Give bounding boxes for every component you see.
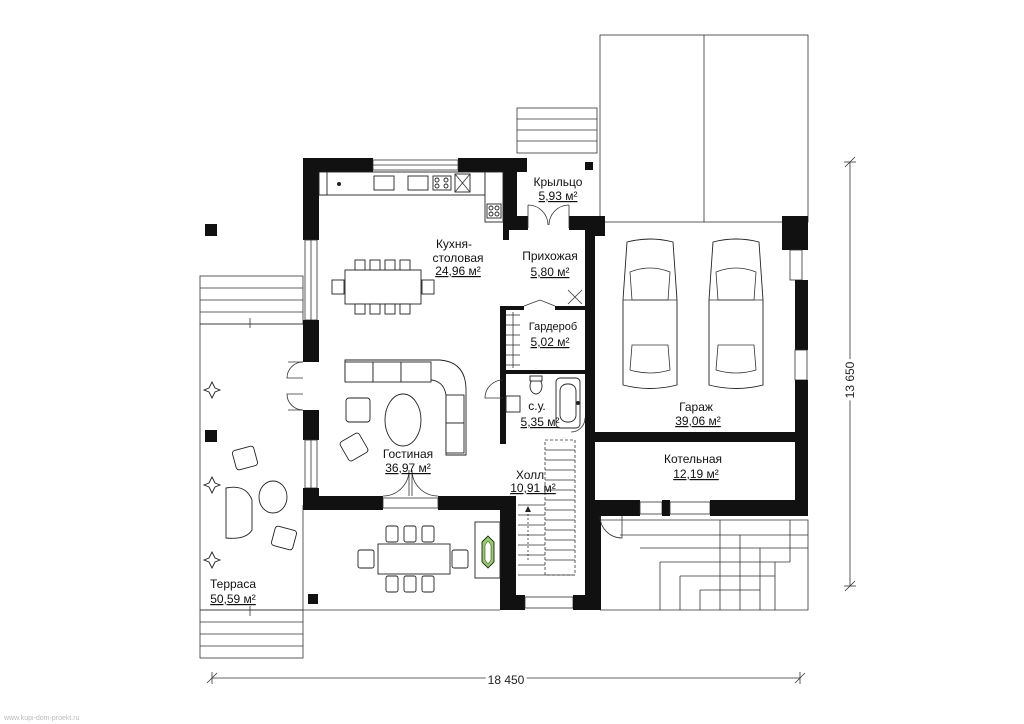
room-porch: Крыльцо 5,93 м² [534, 175, 583, 203]
wardrobe-shelving [506, 289, 583, 368]
doors [286, 204, 623, 539]
terrace-steps-top [199, 275, 304, 328]
width-dimension-label: 18 450 [488, 673, 525, 687]
room-name: с.у. [528, 399, 545, 413]
kitchen-counter [318, 171, 504, 223]
room-wardrobe: Гардероб 5,02 м² [529, 321, 577, 349]
room-area: 5,93 м² [539, 189, 578, 203]
driveway [599, 34, 809, 223]
room-hallway: Прихожая 5,80 м² [522, 249, 578, 279]
room-name: Холл [516, 468, 544, 482]
dimension-width [206, 672, 806, 684]
walls [205, 158, 808, 610]
dimension-height [844, 156, 856, 592]
room-name: Терраса [210, 577, 256, 591]
room-area: 24,96 м² [435, 264, 481, 278]
terrace-lounge [225, 445, 297, 551]
bathroom-fittings [505, 375, 581, 429]
room-name: Котельная [664, 452, 722, 466]
boiler-steps [600, 519, 809, 611]
room-name: Гардероб [529, 321, 577, 333]
room-area: 5,80 м² [531, 265, 570, 279]
terrace-steps-bottom [199, 606, 304, 659]
room-garage: Гараж 39,06 м² [675, 400, 721, 428]
room-area: 36,97 м² [385, 461, 431, 475]
room-name: Прихожая [522, 249, 578, 263]
room-name: Гараж [679, 400, 713, 414]
room-terrace: Терраса 50,59 м² [210, 577, 256, 606]
staircase [518, 439, 576, 576]
garage-car-left [622, 238, 678, 389]
room-kitchen: Кухня- столовая 24,96 м² [433, 237, 484, 278]
room-boiler: Котельная 12,19 м² [664, 452, 722, 481]
porch-steps [516, 107, 598, 154]
fireplace [474, 521, 501, 579]
garage-car-right [708, 238, 764, 389]
room-name: столовая [433, 251, 484, 265]
room-bathroom: с.у. 5,35 м² [521, 399, 560, 429]
living-armchairs [339, 397, 371, 462]
terrace-plants [202, 380, 222, 570]
room-area: 10,91 м² [510, 481, 556, 495]
room-name: Крыльцо [534, 175, 583, 189]
room-area: 50,59 м² [210, 592, 256, 606]
room-name: Кухня- [436, 237, 472, 251]
kitchen-dining-table [331, 259, 435, 315]
room-area: 39,06 м² [675, 414, 721, 428]
height-dimension-label: 13 650 [843, 361, 857, 398]
terrace-deck [199, 323, 500, 611]
room-name: Гостиная [383, 447, 433, 461]
room-hall: Холл 10,91 м² [510, 468, 556, 495]
terrace-dining-table [357, 525, 469, 593]
living-coffee-table [384, 393, 422, 447]
room-living: Гостиная 36,97 м² [383, 447, 433, 475]
room-area: 5,35 м² [521, 415, 560, 429]
watermark: www.kupi-dom-proekt.ru [3, 715, 80, 722]
room-area: 5,02 м² [531, 335, 570, 349]
living-sofa [344, 359, 467, 456]
room-area: 12,19 м² [673, 467, 719, 481]
